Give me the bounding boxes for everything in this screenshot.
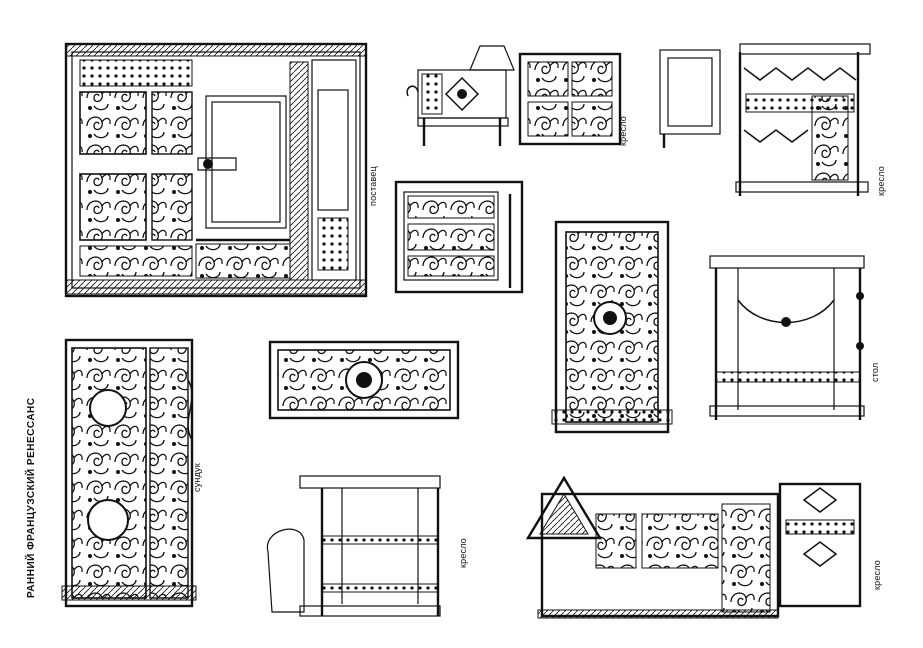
label-kreslo-bottom-center: кресло (458, 537, 468, 568)
carved-panel-drawing (551, 220, 673, 434)
carved-frieze-drawing (268, 340, 460, 420)
kreslo-bottom-center-drawing (266, 475, 441, 617)
sunduk-drawing (61, 338, 197, 608)
kreslo-bottom-right-drawing (525, 475, 862, 619)
stol-drawing (709, 255, 865, 420)
kreslo-top-right-drawing (659, 43, 871, 196)
sheet-title: РАННИЙ ФРАНЦУЗСКИЙ РЕНЕССАНС (26, 397, 37, 599)
label-kreslo-top-right: кресло (876, 165, 886, 196)
kreslo-top-center-drawing (406, 45, 622, 146)
label-postavets: поставец (368, 166, 378, 206)
postavets-drawing (64, 42, 368, 298)
carved-cabinet-drawing (394, 180, 524, 294)
label-sunduk: сундук (192, 463, 202, 492)
label-kreslo-bottom-right: кресло (872, 559, 882, 590)
label-kreslo-top-center: кресло (618, 115, 628, 146)
label-stol: стол (870, 362, 880, 382)
